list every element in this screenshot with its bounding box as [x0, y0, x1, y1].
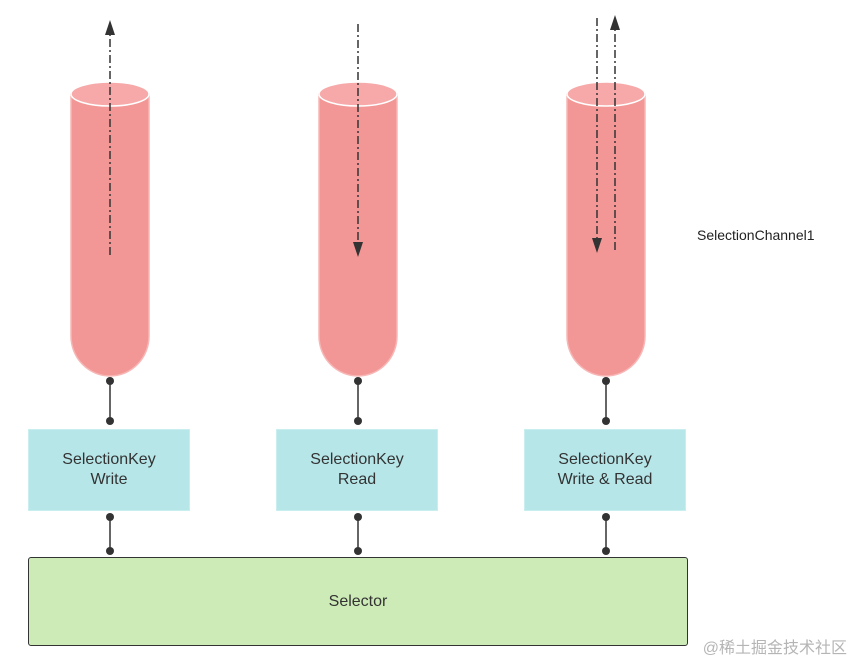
connector-dot — [602, 513, 610, 521]
connector-dot — [354, 513, 362, 521]
channel-cylinder-write-read — [566, 81, 646, 377]
selection-key-write-read: SelectionKey Write & Read — [524, 429, 686, 511]
channel-label: SelectionChannel1 — [697, 227, 815, 243]
arrow-up-icon — [105, 20, 115, 35]
selection-key-write: SelectionKey Write — [28, 429, 190, 511]
connector-dot — [354, 547, 362, 555]
connector-dot — [106, 547, 114, 555]
selector-box: Selector — [28, 557, 688, 646]
connector-dot — [106, 417, 114, 425]
key-line1: SelectionKey — [310, 451, 404, 468]
arrow-down-icon — [592, 238, 602, 253]
key-line2: Write & Read — [557, 471, 653, 488]
arrow-down-icon — [353, 242, 363, 257]
connector-dot — [602, 377, 610, 385]
key-line2: Write — [90, 471, 128, 488]
key-line2: Read — [337, 471, 377, 488]
arrow-up-icon — [610, 15, 620, 30]
connector-dot — [106, 513, 114, 521]
selector-label: Selector — [328, 592, 388, 610]
connector-dot — [354, 377, 362, 385]
connector-dot — [602, 417, 610, 425]
key-line1: SelectionKey — [62, 451, 156, 468]
connector-dot — [354, 417, 362, 425]
connector-dot — [602, 547, 610, 555]
key-line1: SelectionKey — [558, 451, 652, 468]
selection-key-read: SelectionKey Read — [276, 429, 438, 511]
connector-dot — [106, 377, 114, 385]
watermark: @稀土掘金技术社区 — [702, 640, 847, 657]
